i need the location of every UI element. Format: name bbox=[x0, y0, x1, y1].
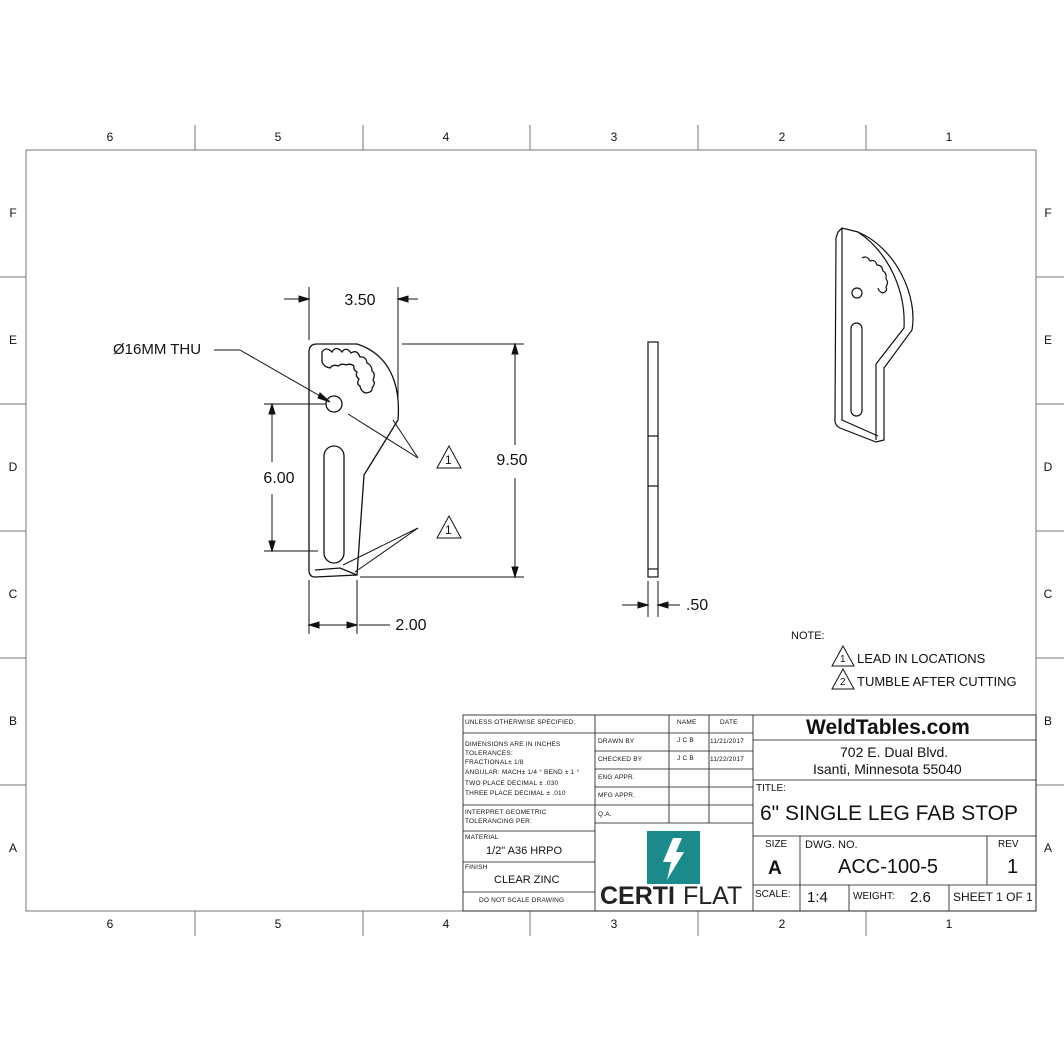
zone-row-right-C: C bbox=[1043, 587, 1053, 601]
dimension-lines bbox=[214, 287, 680, 634]
part-outline bbox=[308, 343, 400, 578]
zone-col-bottom-1: 1 bbox=[945, 917, 953, 931]
dim-hole-to-bottom: 6.00 bbox=[263, 470, 295, 487]
dim-thickness: .50 bbox=[685, 597, 709, 614]
zone-row-left-A: A bbox=[8, 841, 18, 855]
zone-row-right-B: B bbox=[1043, 714, 1053, 728]
dim-width-top: 3.50 bbox=[344, 292, 376, 309]
tb-drawn-name: J C B bbox=[677, 737, 694, 744]
tb-address-1: 702 E. Dual Blvd. bbox=[840, 744, 949, 760]
zone-col-top-1: 1 bbox=[945, 130, 953, 144]
note-flag-top-number: 1 bbox=[445, 453, 452, 467]
tb-dims-in: DIMENSIONS ARE IN INCHES bbox=[465, 741, 561, 748]
tb-rev: 1 bbox=[1007, 856, 1019, 878]
zone-row-left-C: C bbox=[8, 587, 18, 601]
zone-col-bottom-6: 6 bbox=[106, 917, 114, 931]
certiflat-logo-mark bbox=[647, 831, 700, 884]
tb-rev-label: REV bbox=[998, 839, 1019, 850]
tb-material: 1/2" A36 HRPO bbox=[486, 845, 563, 857]
tb-angular: ANGULAR: MACH± 1/4 ° BEND ± 1 ° bbox=[465, 769, 580, 776]
tb-checked-date: 11/22/2017 bbox=[710, 756, 745, 763]
tb-finish-label: FINISH bbox=[465, 864, 488, 871]
zone-col-top-2: 2 bbox=[778, 130, 786, 144]
zone-row-left-E: E bbox=[8, 333, 18, 347]
zone-col-bottom-5: 5 bbox=[274, 917, 282, 931]
front-view bbox=[308, 343, 400, 578]
tb-size-label: SIZE bbox=[765, 839, 788, 850]
tb-three-place: THREE PLACE DECIMAL ± .010 bbox=[465, 790, 566, 797]
zone-row-left-D: D bbox=[8, 460, 18, 474]
isometric-view bbox=[834, 227, 914, 443]
tb-dwg-no: ACC-100-5 bbox=[838, 856, 939, 878]
tb-sheet: SHEET 1 OF 1 bbox=[953, 890, 1033, 904]
tb-weight: 2.6 bbox=[910, 889, 931, 906]
tb-dwg-label: DWG. NO. bbox=[805, 839, 858, 851]
tb-drawn-by: DRAWN BY bbox=[598, 738, 635, 745]
tb-scale-label: SCALE: bbox=[755, 889, 791, 900]
tb-weight-label: WEIGHT: bbox=[853, 891, 895, 902]
tb-interpret: INTERPRET GEOMETRIC bbox=[465, 809, 547, 816]
zone-col-top-5: 5 bbox=[274, 130, 282, 144]
tb-size: A bbox=[768, 858, 782, 879]
side-view bbox=[647, 341, 659, 578]
tb-two-place: TWO PLACE DECIMAL ± .030 bbox=[465, 780, 559, 787]
zone-col-bottom-4: 4 bbox=[442, 917, 450, 931]
lead-in-bottom bbox=[314, 567, 358, 576]
tb-title-label: TITLE: bbox=[756, 783, 787, 794]
tb-no-scale: DO NOT SCALE DRAWING bbox=[479, 897, 565, 904]
zone-col-top-6: 6 bbox=[106, 130, 114, 144]
tb-company: WeldTables.com bbox=[806, 716, 970, 739]
tb-qa: Q.A. bbox=[598, 811, 612, 818]
tb-tol-per: TOLERANCING PER: bbox=[465, 818, 533, 825]
note-flag-bottom-number: 1 bbox=[445, 523, 452, 537]
tb-col-date: DATE bbox=[720, 719, 738, 726]
note-1-number: 1 bbox=[840, 654, 846, 665]
zone-row-left-B: B bbox=[8, 714, 18, 728]
tb-address-2: Isanti, Minnesota 55040 bbox=[813, 761, 962, 777]
note-1-text: LEAD IN LOCATIONS bbox=[857, 651, 986, 666]
tb-unless: UNLESS OTHERWISE SPECIFIED: bbox=[465, 719, 576, 726]
zone-col-bottom-3: 3 bbox=[610, 917, 618, 931]
notes-heading: NOTE: bbox=[791, 630, 825, 642]
zone-row-right-E: E bbox=[1043, 333, 1053, 347]
tb-scale: 1:4 bbox=[807, 889, 828, 906]
mount-hole bbox=[325, 395, 343, 413]
tb-mfg-appr: MFG APPR. bbox=[598, 792, 636, 799]
zone-row-left-F: F bbox=[9, 206, 17, 220]
slot bbox=[323, 445, 345, 564]
tb-material-label: MATERIAL bbox=[465, 834, 499, 841]
lead-in-notches bbox=[321, 347, 375, 394]
certiflat-logo-text-a: CERTI bbox=[600, 882, 675, 910]
tb-checked-name: J C B bbox=[677, 755, 694, 762]
note-2-text: TUMBLE AFTER CUTTING bbox=[857, 674, 1017, 689]
tb-fractional: FRACTIONAL± 1/8 bbox=[465, 759, 524, 766]
tb-eng-appr: ENG APPR. bbox=[598, 774, 635, 781]
tb-title: 6" SINGLE LEG FAB STOP bbox=[760, 802, 1018, 825]
dim-width-bottom: 2.00 bbox=[395, 617, 427, 634]
zone-col-top-4: 4 bbox=[442, 130, 450, 144]
tb-checked-by: CHECKED BY bbox=[598, 756, 643, 763]
note-flags bbox=[436, 444, 855, 690]
tb-finish: CLEAR ZINC bbox=[494, 874, 560, 886]
hole-callout: Ø16MM THU bbox=[113, 341, 202, 358]
zone-col-top-3: 3 bbox=[610, 130, 618, 144]
dim-height-total: 9.50 bbox=[496, 452, 528, 469]
certiflat-logo-text-b: FLAT bbox=[683, 882, 743, 910]
zone-row-right-A: A bbox=[1043, 841, 1053, 855]
tb-tolerances: TOLERANCES: bbox=[465, 750, 513, 757]
zone-col-bottom-2: 2 bbox=[778, 917, 786, 931]
note-2-number: 2 bbox=[840, 677, 846, 688]
zone-row-right-D: D bbox=[1043, 460, 1053, 474]
zone-row-right-F: F bbox=[1044, 206, 1052, 220]
tb-drawn-date: 11/21/2017 bbox=[710, 738, 745, 745]
title-block-grid bbox=[462, 714, 1037, 912]
tb-col-name: NAME bbox=[677, 719, 697, 726]
